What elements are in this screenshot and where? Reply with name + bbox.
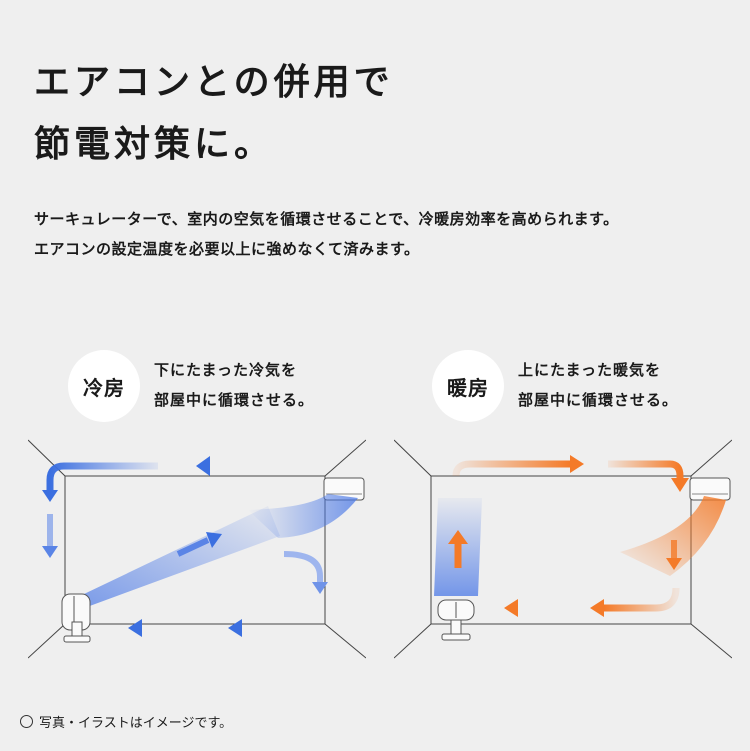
cooling-badge: 冷房: [68, 350, 140, 422]
subtext-line-1: サーキュレーターで、室内の空気を循環させることで、冷暖房効率を高められます。: [34, 210, 619, 228]
fan-airflow: [68, 506, 280, 614]
heating-desc-line-2: 部屋中に循環させる。: [518, 391, 679, 409]
headline-line-1: エアコンとの併用で: [34, 62, 394, 103]
headline: エアコンとの併用で 節電対策に。: [34, 52, 394, 176]
air-conditioner-icon: [689, 477, 731, 501]
cooling-desc-line-1: 下にたまった冷気を: [154, 361, 297, 379]
cooling-desc-line-2: 部屋中に循環させる。: [154, 391, 315, 409]
heating-room-illustration: [394, 439, 732, 659]
heating-badge: 暖房: [432, 350, 504, 422]
ac-airflow: [620, 496, 726, 576]
subtext-line-2: エアコンの設定温度を必要以上に強めなくて済みます。: [34, 240, 420, 258]
heating-description: 上にたまった暖気を 部屋中に循環させる。: [518, 355, 678, 415]
circle-bullet-icon: [20, 715, 33, 728]
headline-line-2: 節電対策に。: [34, 124, 275, 165]
heating-desc-line-1: 上にたまった暖気を: [518, 361, 661, 379]
footnote: 写真・イラストはイメージです。: [20, 712, 232, 731]
heating-arrows: [448, 455, 689, 617]
circulator-icon: [437, 599, 475, 641]
circulator-icon: [61, 593, 91, 643]
subtext: サーキュレーターで、室内の空気を循環させることで、冷暖房効率を高められます。 エ…: [34, 204, 619, 264]
cooling-arrows: [42, 456, 328, 637]
air-conditioner-icon: [323, 477, 365, 501]
cooling-description: 下にたまった冷気を 部屋中に循環させる。: [154, 355, 314, 415]
cooling-room-illustration: [28, 439, 366, 659]
footnote-text: 写真・イラストはイメージです。: [39, 716, 233, 731]
